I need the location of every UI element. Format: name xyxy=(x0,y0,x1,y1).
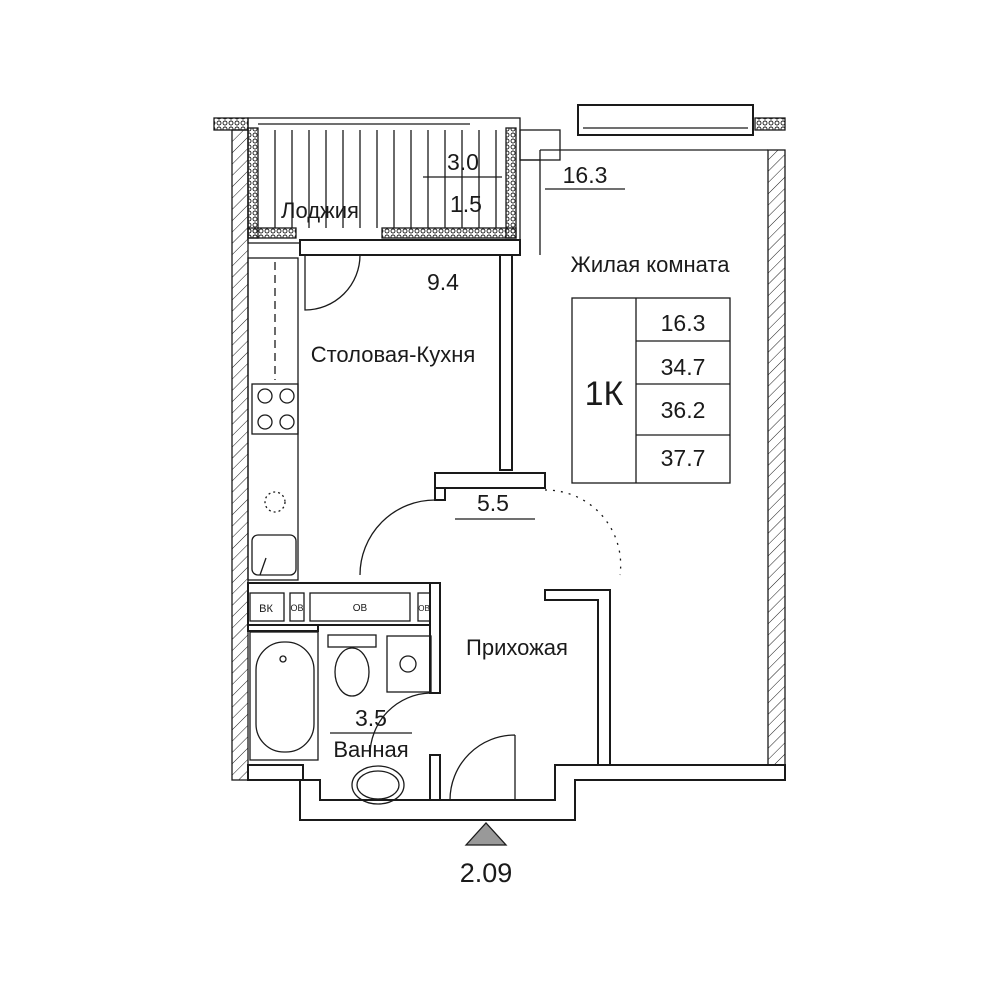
dishwasher-icon xyxy=(264,491,286,513)
loggia-label: Лоджия xyxy=(281,198,359,223)
stove-icon xyxy=(251,383,299,435)
apartment-type: 1К xyxy=(585,375,624,413)
loggia-deck-lines xyxy=(274,130,497,228)
room-labels: 3.0 1.5 Лоджия 16.3 Жилая комната 9.4 Ст… xyxy=(281,149,730,762)
kitchen-counter xyxy=(247,257,299,581)
bathroom-label: Ванная xyxy=(333,737,408,762)
doors xyxy=(304,254,622,801)
kitchen-area: 9.4 xyxy=(427,269,459,295)
shaft-vk-label: ВК xyxy=(259,603,273,615)
apartment-summary: 1К 16.3 34.7 36.2 37.7 xyxy=(571,297,731,484)
ceiling-height: 2.09 xyxy=(460,858,513,888)
total-area-value: 34.7 xyxy=(661,354,706,380)
living-room-label: Жилая комната xyxy=(571,252,731,277)
entrance-arrow-icon xyxy=(464,822,508,846)
outer-walls xyxy=(213,117,786,821)
shaft-ov-label: ОВ xyxy=(353,603,368,614)
loggia-area-total: 3.0 xyxy=(447,149,479,175)
washing-machine-icon xyxy=(386,635,432,693)
area-with-loggia-value: 36.2 xyxy=(661,397,706,423)
living-window xyxy=(519,104,768,255)
toilet-icon xyxy=(327,634,377,697)
hall-label: Прихожая xyxy=(466,635,568,660)
loggia-area-reduced: 1.5 xyxy=(450,191,482,217)
shafts: ВК ОВ ОВ ОВ xyxy=(249,592,431,622)
hall-area: 5.5 xyxy=(477,490,509,516)
living-area-value: 16.3 xyxy=(661,310,706,336)
bathtub-icon xyxy=(249,631,319,761)
shaft-ov-label: ОВ xyxy=(418,604,430,613)
entrance-marker: 2.09 xyxy=(460,822,513,888)
full-area-value: 37.7 xyxy=(661,445,706,471)
interior-walls xyxy=(247,239,611,801)
loggia xyxy=(247,117,521,244)
sink-icon xyxy=(251,534,297,576)
kitchen-label: Столовая-Кухня xyxy=(311,342,476,367)
bathroom-fixtures xyxy=(249,631,432,805)
bathroom-area: 3.5 xyxy=(355,705,387,731)
shaft-ov-label: ОВ xyxy=(290,603,303,613)
washbasin-icon xyxy=(351,765,405,805)
living-room-area: 16.3 xyxy=(563,162,608,188)
